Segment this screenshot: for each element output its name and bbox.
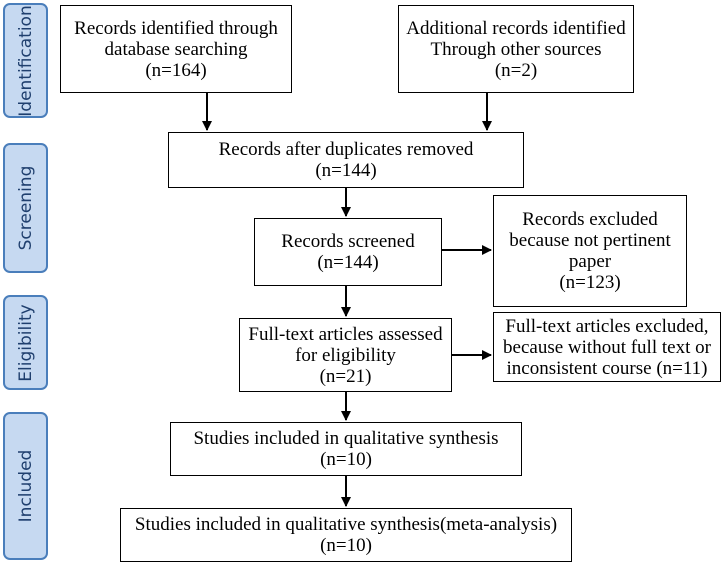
box-text: (n=10) bbox=[320, 449, 372, 470]
box-text: Records excluded bbox=[522, 209, 658, 230]
box-duplicates-removed: Records after duplicates removed (n=144) bbox=[168, 132, 524, 188]
box-records-excluded: Records excluded because not pertinent p… bbox=[493, 195, 687, 307]
box-text: Records screened bbox=[281, 231, 415, 252]
box-text: (n=10) bbox=[320, 535, 372, 556]
box-text: because not pertinent bbox=[509, 230, 671, 251]
box-text: (n=164) bbox=[145, 59, 207, 81]
box-text: (n=144) bbox=[317, 252, 379, 273]
box-qualitative-synthesis: Studies included in qualitative synthesi… bbox=[170, 422, 522, 476]
box-records-screened: Records screened (n=144) bbox=[254, 218, 442, 286]
phase-eligibility: Eligibility bbox=[3, 295, 48, 390]
box-text: paper bbox=[568, 251, 612, 272]
box-text: Records after duplicates removed bbox=[218, 139, 474, 160]
box-text: because without full text or bbox=[503, 336, 711, 358]
box-text: Additional records identified bbox=[406, 17, 626, 39]
box-database-records: Records identified through database sear… bbox=[60, 5, 292, 93]
box-text: (n=144) bbox=[315, 160, 377, 181]
box-text: (n=123) bbox=[559, 272, 621, 293]
box-text: Through other sources bbox=[430, 38, 602, 60]
box-text: (n=21) bbox=[319, 365, 372, 387]
box-fulltext-excluded: Full-text articles excluded, because wit… bbox=[493, 312, 721, 382]
box-text: Full-text articles excluded, bbox=[505, 315, 709, 337]
phase-identification: Identification bbox=[3, 3, 48, 118]
box-other-sources: Additional records identified Through ot… bbox=[398, 5, 634, 93]
phase-screening: Screening bbox=[3, 143, 48, 273]
box-fulltext-assessed: Full-text articles assessed for eligibil… bbox=[239, 318, 452, 392]
box-text: for eligibility bbox=[295, 344, 396, 366]
phase-included: Included bbox=[3, 412, 48, 560]
box-text: Studies included in qualitative synthesi… bbox=[193, 428, 499, 449]
box-text: (n=2) bbox=[494, 59, 538, 81]
box-text: database searching bbox=[104, 38, 248, 60]
box-text: inconsistent course (n=11) bbox=[506, 357, 708, 379]
box-text: Records identified through bbox=[74, 17, 278, 39]
box-text: Studies included in qualitative synthesi… bbox=[134, 514, 558, 535]
box-text: Full-text articles assessed bbox=[248, 323, 443, 345]
box-meta-analysis: Studies included in qualitative synthesi… bbox=[120, 508, 572, 562]
